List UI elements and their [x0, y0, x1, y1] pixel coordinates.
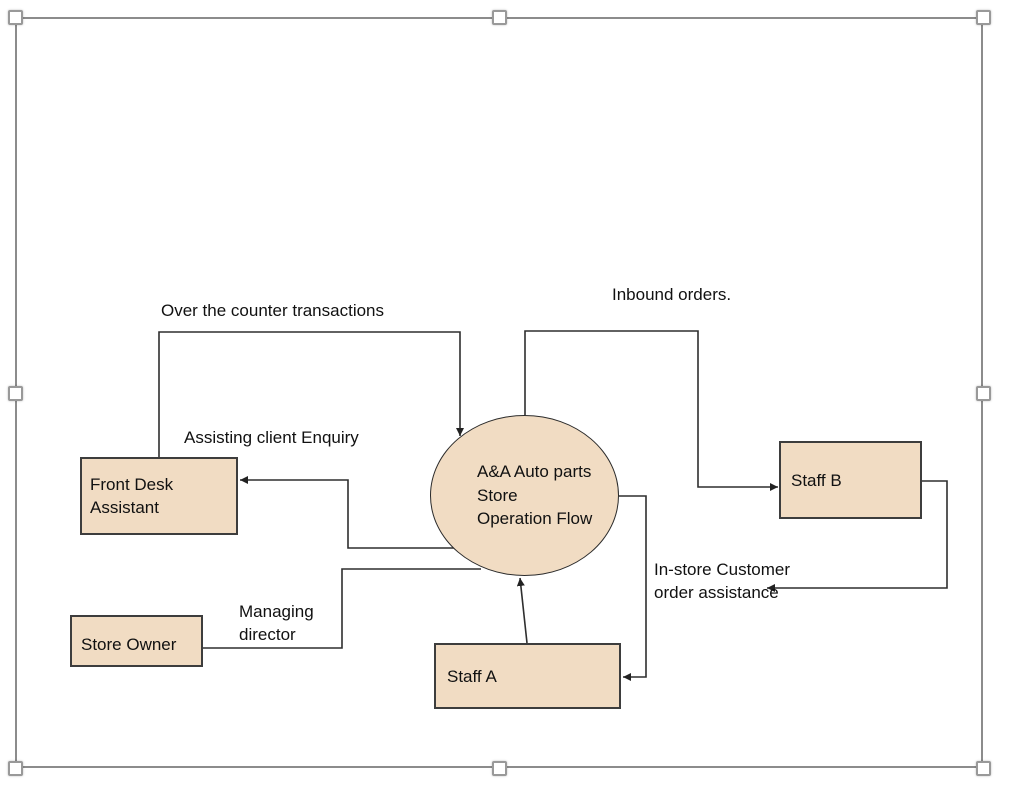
connector-staff-b-return[interactable]	[767, 480, 948, 592]
process-ellipse[interactable]: A&A Auto parts Store Operation Flow	[430, 415, 619, 576]
entity-staff-a[interactable]: Staff A	[434, 643, 621, 709]
resize-handle-top-right[interactable]	[976, 10, 991, 25]
entity-front-desk-assistant[interactable]: Front Desk Assistant	[80, 457, 238, 535]
entity-label: Staff B	[791, 470, 842, 490]
entity-label: Front Desk Assistant	[90, 475, 174, 517]
connector-inbound-orders[interactable]	[524, 330, 778, 491]
flow-label-over-the-counter[interactable]: Over the counter transactions	[161, 301, 385, 320]
entity-staff-b[interactable]: Staff B	[779, 441, 922, 519]
connector-over-the-counter[interactable]	[158, 331, 464, 457]
flow-label-managing-director[interactable]: Managing director	[239, 602, 314, 644]
process-label: A&A Auto parts Store Operation Flow	[477, 462, 593, 529]
connector-assisting-client-enquiry[interactable]	[240, 476, 457, 549]
connector-managing-director[interactable]	[203, 568, 481, 649]
connector-staff-a-to-process[interactable]	[516, 577, 528, 644]
resize-handle-top-left[interactable]	[8, 10, 23, 25]
resize-handle-top-middle[interactable]	[492, 10, 507, 25]
resize-handle-bottom-left[interactable]	[8, 761, 23, 776]
entity-label: Staff A	[447, 666, 497, 686]
connector-instore-order-assistance[interactable]	[619, 495, 647, 681]
flow-label-instore-order-assistance[interactable]: In-store Customer order assistance	[654, 560, 791, 602]
resize-handle-middle-right[interactable]	[976, 386, 991, 401]
flow-label-assisting-client-enquiry[interactable]: Assisting client Enquiry	[184, 428, 359, 447]
resize-handle-middle-left[interactable]	[8, 386, 23, 401]
entity-store-owner[interactable]: Store Owner	[70, 615, 203, 667]
flow-label-inbound-orders[interactable]: Inbound orders.	[612, 285, 732, 304]
entity-label: Store Owner	[81, 634, 177, 654]
selection-frame[interactable]	[15, 17, 983, 768]
resize-handle-bottom-middle[interactable]	[492, 761, 507, 776]
resize-handle-bottom-right[interactable]	[976, 761, 991, 776]
